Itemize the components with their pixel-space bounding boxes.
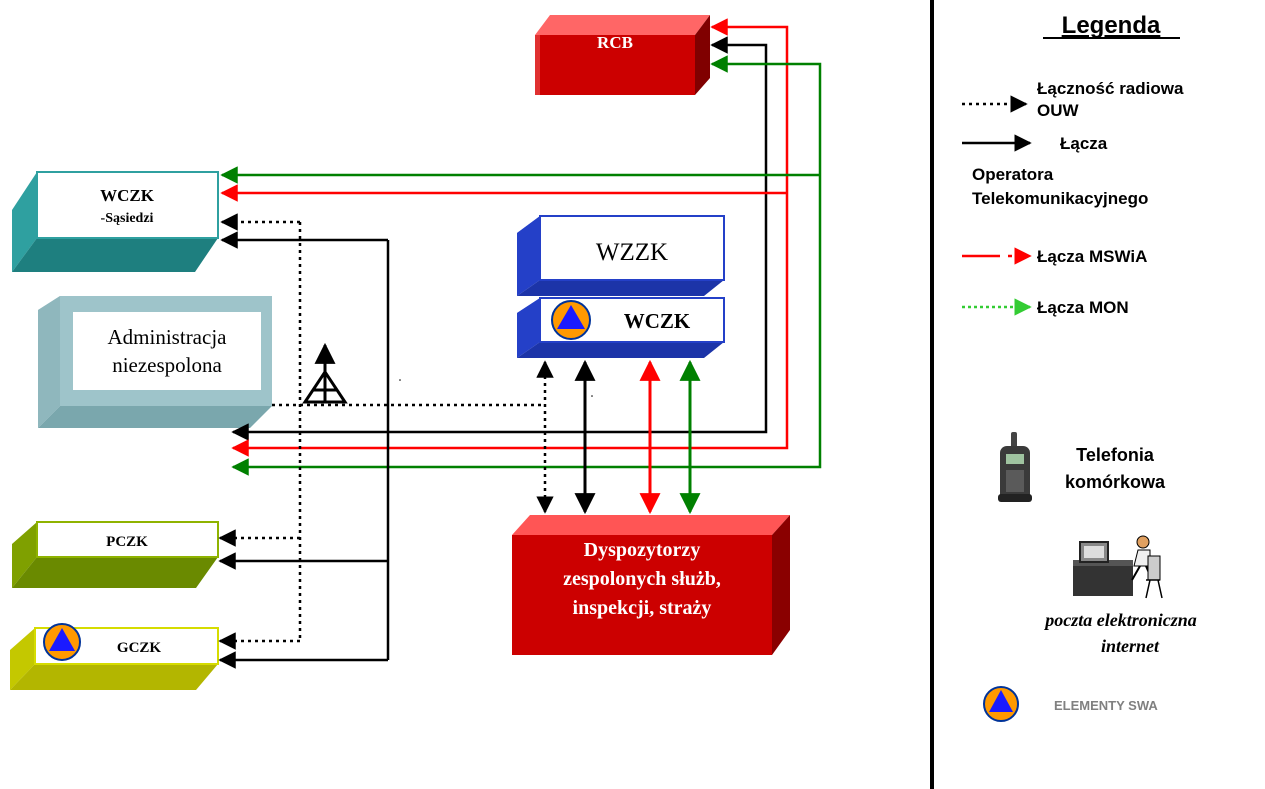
gczk-node: GCZK	[10, 623, 219, 690]
rcb-label: RCB	[597, 33, 633, 52]
dyspozytorzy-label-1: Dyspozytorzy	[584, 539, 701, 561]
legend-telefonia-label-1: Telefonia	[1076, 445, 1155, 465]
pczk-node: PCZK	[12, 521, 219, 588]
wczk-sasiedzi-label-1: WCZK	[100, 186, 155, 205]
legend-telefonia-label-2: komórkowa	[1065, 472, 1166, 492]
administracja-label-1: Administracja	[108, 325, 228, 349]
computer-user-icon	[1073, 535, 1163, 599]
legend-swa-label: ELEMENTY SWA	[1054, 698, 1158, 713]
pczk-label: PCZK	[106, 534, 148, 550]
legend-radio-label-1: Łączność radiowa	[1037, 79, 1184, 98]
legend-poczta-label-2: internet	[1101, 636, 1160, 656]
wzzk-label: WZZK	[596, 239, 668, 266]
wczk-node: WCZK	[517, 297, 725, 358]
civil-defense-icon	[43, 623, 81, 661]
legend-title: Legenda	[1062, 12, 1161, 39]
civil-defense-icon	[551, 300, 591, 340]
gczk-label: GCZK	[117, 640, 162, 656]
wczk-sasiedzi-node: WCZK -Sąsiedzi	[12, 171, 219, 272]
legend-mswia-label: Łącza MSWiA	[1037, 247, 1147, 266]
mobile-phone-icon	[998, 432, 1032, 502]
administracja-node: Administracja niezespolona	[38, 296, 272, 428]
mon-link-rcb	[231, 55, 822, 476]
legend-radio-label-2: OUW	[1037, 101, 1080, 120]
legend-divider	[930, 0, 934, 789]
administracja-label-2: niezespolona	[112, 353, 222, 377]
stray-dot	[399, 379, 401, 381]
legend-mon-label: Łącza MON	[1037, 298, 1129, 317]
antenna-tower-icon	[302, 342, 348, 404]
legend-operator-label-1: Łącza	[1060, 134, 1108, 153]
rcb-node: RCB	[535, 15, 710, 95]
legend-poczta-label-1: poczta elektroniczna	[1043, 610, 1197, 630]
dyspozytorzy-label-3: inspekcji, straży	[573, 597, 712, 619]
legend-operator-label-2: Operatora	[972, 165, 1054, 184]
wzzk-node: WZZK	[517, 215, 725, 296]
stray-dot	[591, 395, 593, 397]
legend-operator-label-3: Telekomunikacyjnego	[972, 189, 1148, 208]
dyspozytorzy-label-2: zespolonych służb,	[563, 568, 721, 590]
civil-defense-icon	[983, 686, 1019, 722]
wczk-sasiedzi-label-2: -Sąsiedzi	[101, 211, 154, 226]
dyspozytorzy-node: Dyspozytorzy zespolonych służb, inspekcj…	[512, 515, 790, 655]
wczk-label: WCZK	[624, 309, 691, 333]
